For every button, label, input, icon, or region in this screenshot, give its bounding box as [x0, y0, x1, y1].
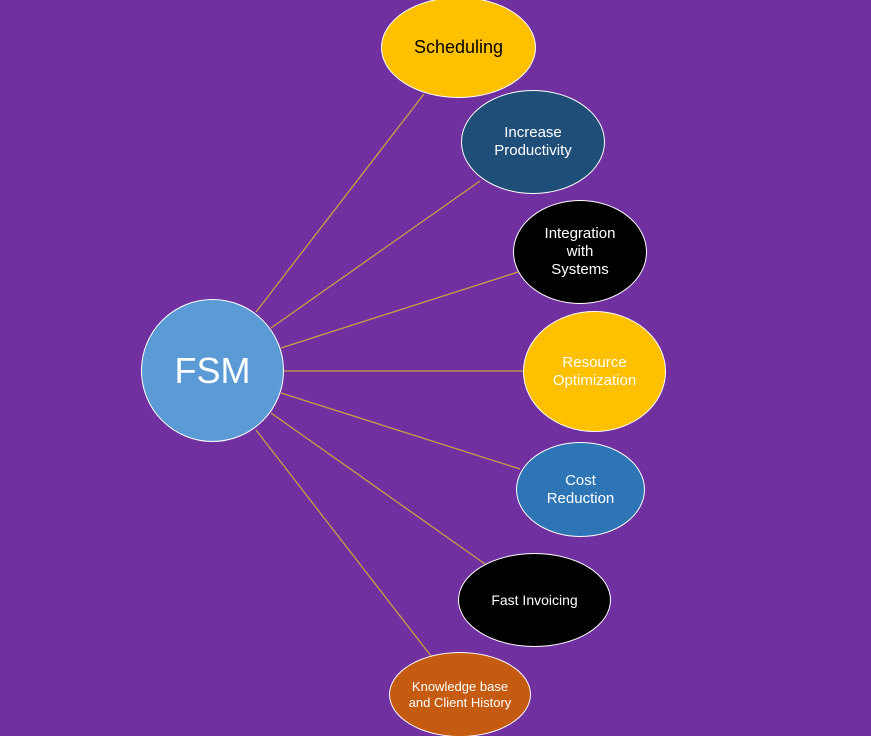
- node-label-resource-optimization: Resource Optimization: [552, 353, 637, 389]
- node-label-knowledge-base: Knowledge base and Client History: [408, 678, 512, 710]
- connector-cost-reduction: [280, 392, 521, 470]
- node-label-fast-invoicing: Fast Invoicing: [491, 591, 578, 608]
- node-label-increase-productivity: Increase Productivity: [494, 124, 572, 159]
- connector-knowledge-base: [255, 429, 432, 657]
- node-cost-reduction: Cost Reduction: [516, 442, 645, 537]
- hub-label: FSM: [174, 349, 251, 391]
- node-label-integration-with-systems: Integration with Systems: [544, 225, 616, 278]
- connector-increase-productivity: [270, 180, 481, 329]
- connector-integration: [280, 271, 519, 349]
- connector-scheduling: [255, 93, 425, 313]
- node-label-scheduling: Scheduling: [413, 36, 504, 57]
- node-increase-productivity: Increase Productivity: [461, 90, 605, 194]
- node-label-cost-reduction: Cost Reduction: [546, 471, 615, 507]
- node-scheduling: Scheduling: [381, 0, 536, 98]
- node-fast-invoicing: Fast Invoicing: [458, 553, 611, 647]
- node-resource-optimization: Resource Optimization: [523, 311, 666, 432]
- hub-node-fsm: FSM: [141, 299, 284, 442]
- node-knowledge-base: Knowledge base and Client History: [389, 652, 531, 736]
- connector-fast-invoicing: [270, 412, 486, 565]
- node-integration-with-systems: Integration with Systems: [513, 200, 647, 304]
